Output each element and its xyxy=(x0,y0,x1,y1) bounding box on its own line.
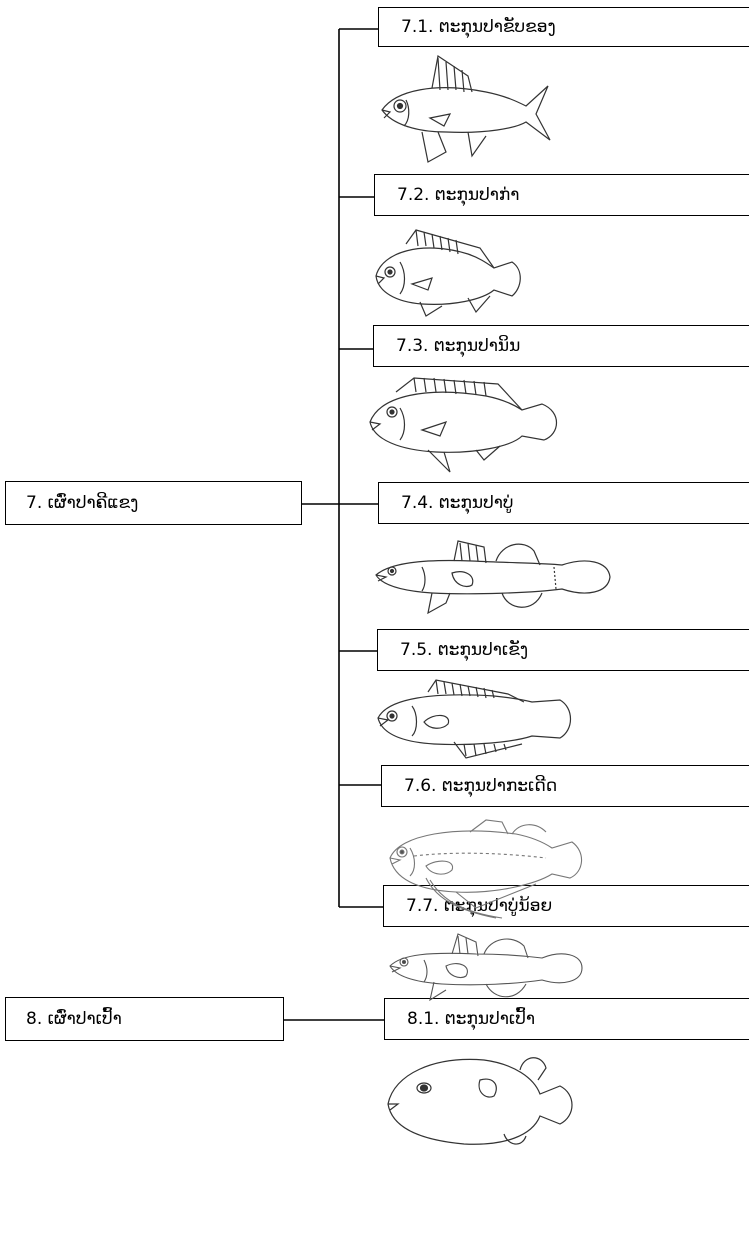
tilapia-fish-drawing xyxy=(369,377,558,473)
snakehead-like-fish-drawing xyxy=(375,229,521,317)
family-label: 7.5. ຕະກຸນປາເຂັງ xyxy=(400,639,529,660)
family-label: 7.2. ຕະກຸນປາກ່າ xyxy=(397,184,520,205)
gourami-fish-drawing xyxy=(389,819,583,919)
family-box-7-6: 7.6. ຕະກຸນປາກະເດີດ xyxy=(381,765,749,807)
family-box-7-7: 7.7. ຕະກຸນປາບູ່ນ້ອຍ xyxy=(383,885,749,927)
puffer-fish-drawing xyxy=(387,1057,573,1145)
family-label: 7.4. ຕະກຸນປາບູ່ xyxy=(401,492,514,513)
small-goby-drawing xyxy=(389,933,583,1002)
perch-fish-drawing xyxy=(381,54,551,163)
family-box-8-1: 8.1. ຕະກຸນປາເປົ້າ xyxy=(384,998,749,1040)
family-box-7-3: 7.3. ຕະກຸນປານິນ xyxy=(373,325,749,367)
family-box-7-2: 7.2. ຕະກຸນປາກ່າ xyxy=(374,174,749,216)
family-label: 7.1. ຕະກຸນປາຂັບຂອງ xyxy=(401,16,556,37)
family-label: 8.1. ຕະກຸນປາເປົ້າ xyxy=(407,1008,536,1029)
order-box-8: 8. ເຜົ່າປາເປົ້າ xyxy=(5,997,284,1041)
family-box-7-5: 7.5. ຕະກຸນປາເຂັງ xyxy=(377,629,749,671)
family-box-7-4: 7.4. ຕະກຸນປາບູ່ xyxy=(378,482,749,524)
goby-fish-drawing xyxy=(375,540,611,615)
family-label: 7.6. ຕະກຸນປາກະເດີດ xyxy=(404,775,558,796)
order-label: 8. ເຜົ່າປາເປົ້າ xyxy=(26,1008,122,1029)
family-box-7-1: 7.1. ຕະກຸນປາຂັບຂອງ xyxy=(378,7,749,47)
order-box-7: 7. ເຜົ່າປາຄີແຂງ xyxy=(5,481,302,525)
family-label: 7.7. ຕະກຸນປາບູ່ນ້ອຍ xyxy=(406,895,553,916)
climbing-perch-drawing xyxy=(377,679,572,759)
order-label: 7. ເຜົ່າປາຄີແຂງ xyxy=(26,492,139,513)
family-label: 7.3. ຕະກຸນປານິນ xyxy=(396,335,521,356)
